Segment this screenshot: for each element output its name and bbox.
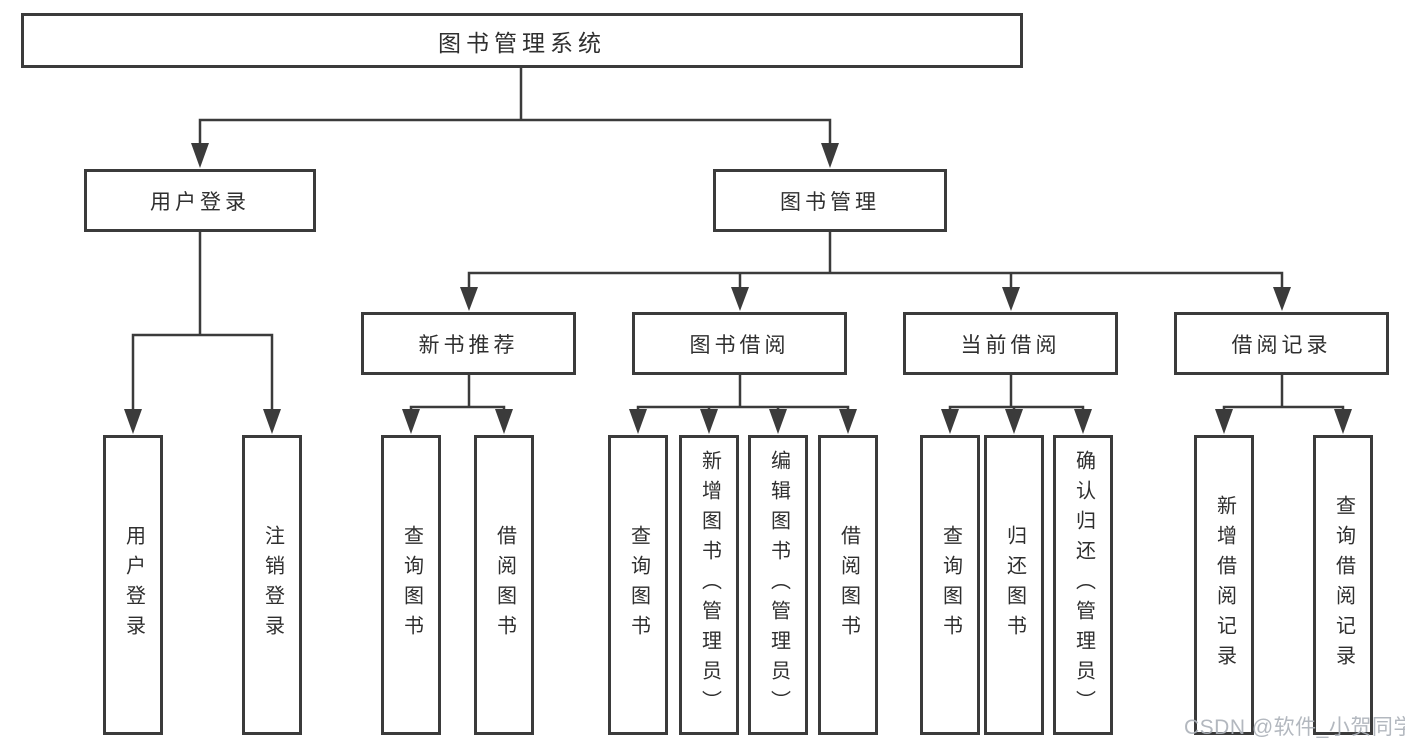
leaf-record-add-record: 新增借阅记录 — [1194, 435, 1254, 735]
leaf-borrow-borrow-books: 借阅图书 — [818, 435, 878, 735]
arrowhead-icon — [821, 143, 839, 168]
leaf-current-query-books: 查询图书 — [920, 435, 980, 735]
arrowhead-icon — [629, 409, 647, 434]
arrowhead-icon — [1215, 409, 1233, 434]
arrowhead-icon — [839, 409, 857, 434]
leaf-logout: 注销登录 — [242, 435, 302, 735]
arrowhead-icon — [191, 143, 209, 168]
leaf-record-query-record: 查询借阅记录 — [1313, 435, 1373, 735]
leaf-label: 注销登录 — [261, 525, 284, 645]
leaf-user-login: 用户登录 — [103, 435, 163, 735]
node-borrow-record: 借阅记录 — [1174, 312, 1389, 375]
arrowhead-icon — [941, 409, 959, 434]
leaf-label: 查询图书 — [627, 525, 650, 645]
arrowhead-icon — [1074, 409, 1092, 434]
connector-borrow-record — [1222, 373, 1345, 414]
leaf-label: 查询借阅记录 — [1332, 495, 1355, 675]
node-book-mgmt: 图书管理 — [713, 169, 947, 232]
leaf-label: 确认归还（管理员） — [1072, 450, 1095, 720]
leaf-borrow-query-books: 查询图书 — [608, 435, 668, 735]
leaf-current-return-books: 归还图书 — [984, 435, 1044, 735]
arrowhead-icon — [124, 409, 142, 434]
leaf-current-confirm-return-admin: 确认归还（管理员） — [1053, 435, 1113, 735]
leaf-label: 用户登录 — [122, 525, 145, 645]
watermark: CSDN @软件_小贺同学 — [1184, 716, 1405, 739]
leaf-label: 新增图书（管理员） — [698, 450, 721, 720]
leaf-borrow-edit-books-admin: 编辑图书（管理员） — [748, 435, 808, 735]
connector-user-login — [131, 230, 274, 413]
leaf-borrow-add-books-admin: 新增图书（管理员） — [679, 435, 739, 735]
leaf-label: 查询图书 — [400, 525, 423, 645]
arrowhead-icon — [731, 287, 749, 311]
node-current-borrow: 当前借阅 — [903, 312, 1118, 375]
node-new-book-rec: 新书推荐 — [361, 312, 576, 375]
arrowhead-icon — [1002, 287, 1020, 311]
arrowhead-icon — [460, 287, 478, 311]
arrowhead-icon — [1005, 409, 1023, 434]
node-book-borrow-label: 图书借阅 — [689, 333, 790, 357]
arrowhead-icon — [1273, 287, 1291, 311]
node-current-borrow-label: 当前借阅 — [960, 333, 1061, 357]
node-root-label: 图书管理系统 — [438, 29, 606, 56]
node-root: 图书管理系统 — [21, 13, 1023, 68]
node-user-login-label: 用户登录 — [150, 190, 250, 214]
leaf-label: 新增借阅记录 — [1213, 495, 1236, 675]
node-user-login: 用户登录 — [84, 169, 316, 232]
leaf-label: 编辑图书（管理员） — [767, 450, 790, 720]
leaf-newbook-borrow-books: 借阅图书 — [474, 435, 534, 735]
leaf-label: 借阅图书 — [837, 525, 860, 645]
arrowhead-icon — [402, 409, 420, 434]
node-borrow-record-label: 借阅记录 — [1231, 333, 1332, 357]
connector-book-borrow — [636, 373, 850, 414]
node-book-borrow: 图书借阅 — [632, 312, 847, 375]
leaf-label: 查询图书 — [939, 525, 962, 645]
connector-root — [198, 66, 832, 148]
arrowhead-icon — [769, 409, 787, 434]
arrowhead-icon — [495, 409, 513, 434]
arrowhead-icon — [263, 409, 281, 434]
node-book-mgmt-label: 图书管理 — [780, 190, 880, 214]
connector-new-book — [409, 373, 506, 414]
node-new-book-rec-label: 新书推荐 — [418, 333, 519, 357]
leaf-newbook-query-books: 查询图书 — [381, 435, 441, 735]
connector-current-borrow — [948, 373, 1085, 414]
arrowhead-icon — [700, 409, 718, 434]
connector-book-mgmt — [467, 230, 1284, 291]
leaf-label: 借阅图书 — [493, 525, 516, 645]
arrowhead-icon — [1334, 409, 1352, 434]
leaf-label: 归还图书 — [1003, 525, 1026, 645]
